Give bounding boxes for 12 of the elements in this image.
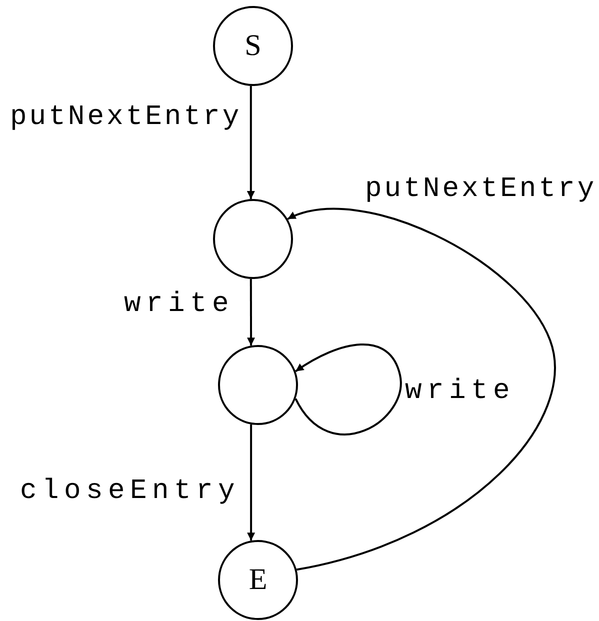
arrow [247,278,256,346]
arrow [247,424,256,541]
arrow [287,208,556,571]
state-label: S [244,31,262,61]
arrow [246,86,255,200]
edge-label: write [124,291,234,319]
edge-label: putNextEntry [10,104,242,132]
edge-label: closeEntry [20,478,240,506]
edge-label: write [405,378,516,406]
state-label: E [248,565,268,595]
self-loop-arrow [294,344,402,436]
edge-label: putNextEntry [365,176,597,204]
